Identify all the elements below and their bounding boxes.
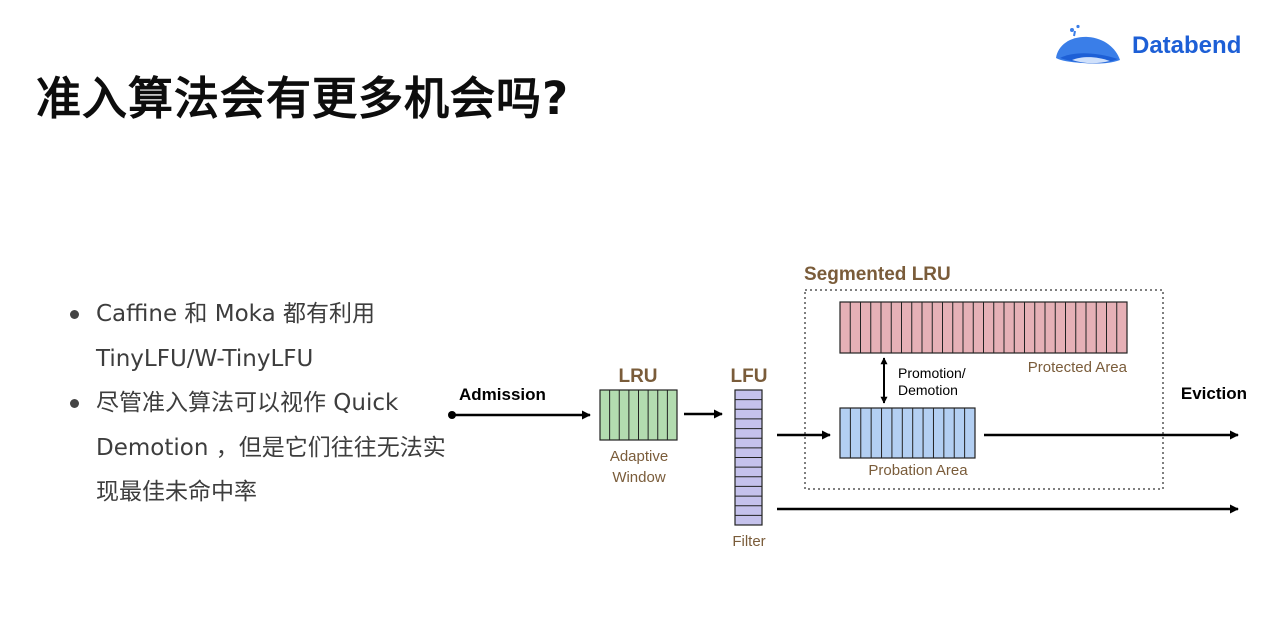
protected-area-caption: Protected Area bbox=[1028, 359, 1128, 376]
admission-label: Admission bbox=[459, 385, 546, 404]
probation-area-box bbox=[839, 407, 976, 459]
logo-text: Databend bbox=[1132, 32, 1242, 59]
probation-area-outline bbox=[839, 407, 976, 459]
protected-area-box bbox=[839, 301, 1128, 354]
bullet-text: Demotion ，但是它们往往无法实 bbox=[96, 434, 446, 461]
bullet-text: Caffine 和 Moka 都有利用 bbox=[96, 301, 375, 327]
bullet-dot-icon bbox=[70, 310, 79, 319]
slide-title: 准入算法会有更多机会吗? bbox=[36, 72, 570, 125]
bullet-text: 尽管准入算法可以视作 Quick bbox=[96, 390, 399, 416]
bullet-item-2: 尽管准入算法可以视作 Quick Demotion ，但是它们往往无法实 现最佳… bbox=[70, 381, 490, 515]
probation-area-caption: Probation Area bbox=[868, 462, 968, 479]
bullet-item-1: Caffine 和 Moka 都有利用 TinyLFU/W-TinyLFU bbox=[70, 292, 490, 381]
bullet-text: 现最佳未命中率 bbox=[96, 479, 257, 505]
promotion-label-line-1: Promotion/ bbox=[898, 365, 966, 381]
whale-icon bbox=[1056, 24, 1120, 64]
lfu-label: LFU bbox=[731, 366, 768, 387]
promotion-label-line-2: Demotion bbox=[898, 382, 958, 398]
bullet-dot-icon bbox=[70, 399, 79, 408]
segmented-lru-label: Segmented LRU bbox=[804, 264, 951, 285]
lfu-filter-box bbox=[734, 389, 763, 526]
lru-window-box bbox=[599, 389, 678, 441]
bullet-list: Caffine 和 Moka 都有利用 TinyLFU/W-TinyLFU 尽管… bbox=[70, 292, 490, 515]
lru-caption-line-1: Adaptive bbox=[610, 448, 668, 465]
lru-caption-line-2: Window bbox=[612, 469, 666, 486]
lfu-caption: Filter bbox=[732, 533, 765, 550]
eviction-label: Eviction bbox=[1181, 384, 1247, 403]
databend-logo: Databend bbox=[1052, 24, 1267, 72]
lru-label: LRU bbox=[618, 366, 657, 387]
bullet-text: TinyLFU/W-TinyLFU bbox=[96, 345, 314, 372]
segmented-lru-boundary bbox=[804, 289, 1164, 490]
